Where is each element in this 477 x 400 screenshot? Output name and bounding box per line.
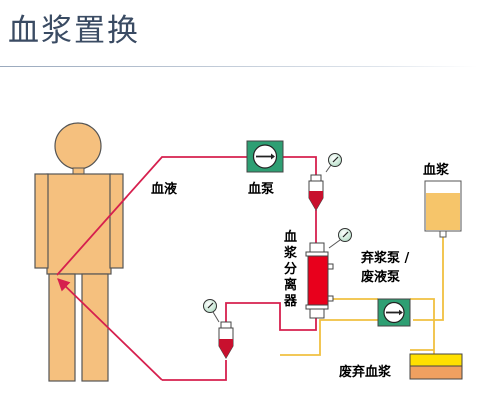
pump-to-chamber-line xyxy=(283,156,317,175)
patient-right-arm xyxy=(109,173,124,269)
patient-left-arm xyxy=(34,173,49,269)
plasma-separator xyxy=(305,242,334,319)
patient-right-leg xyxy=(81,273,109,382)
pressure-gauge-return xyxy=(203,299,220,323)
blood-pump xyxy=(246,140,284,173)
blood-return-line xyxy=(57,278,163,381)
blood-label: 血液 xyxy=(151,181,177,197)
patient-neck xyxy=(72,167,85,175)
discard-pump-to-waste-line xyxy=(410,298,435,355)
plasma-bag xyxy=(424,180,462,238)
patient-torso xyxy=(46,173,112,275)
plasma-bag-label: 血浆 xyxy=(423,162,450,178)
separator-label-2: 浆 xyxy=(283,245,298,261)
discard-pump-label-2: 废液泵 xyxy=(361,269,400,285)
return-line-bottom xyxy=(162,360,227,381)
patient-figure xyxy=(34,122,124,382)
blood-outflow-line xyxy=(56,156,247,276)
separator-label-4: 离 xyxy=(284,277,297,293)
drip-chamber-top xyxy=(308,174,324,211)
blood-pump-label: 血泵 xyxy=(248,181,274,197)
discard-pump-label-1: 弃浆泵 / xyxy=(361,250,410,266)
separator-label-1: 血 xyxy=(284,229,297,245)
separator-label-3: 分 xyxy=(284,261,297,277)
patient-head xyxy=(54,122,102,170)
waste-plasma-container xyxy=(409,353,463,380)
plasma-bag-line xyxy=(413,237,444,321)
pressure-gauge-separator xyxy=(328,228,352,249)
page-title: 血浆置换 xyxy=(8,13,140,49)
pressure-gauge-top xyxy=(325,153,342,173)
separator-to-return-chamber-line xyxy=(225,302,317,331)
separator-label-5: 器 xyxy=(283,294,298,309)
plasma-return-line xyxy=(280,319,410,356)
plasma-circuit-lines xyxy=(280,237,444,356)
discard-pump xyxy=(377,298,411,327)
blood-circuit-lines xyxy=(56,156,317,381)
patient-left-leg xyxy=(48,273,76,382)
waste-plasma-label: 废弃血浆 xyxy=(339,364,392,380)
drip-chamber-return xyxy=(218,321,234,359)
title-divider xyxy=(0,66,477,67)
